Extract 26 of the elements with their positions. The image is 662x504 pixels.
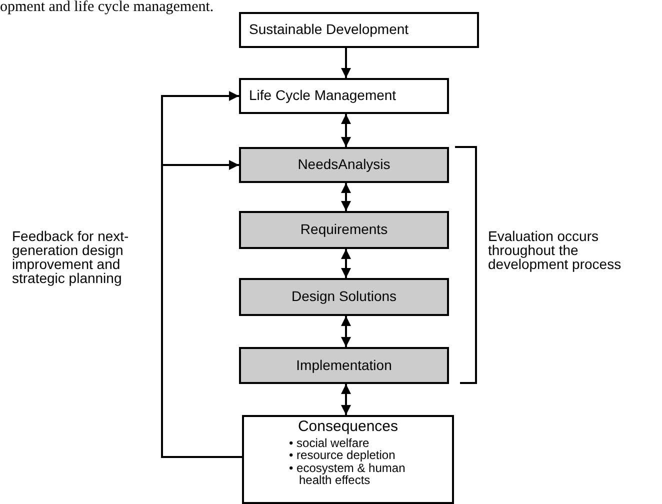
process-box xyxy=(239,347,449,384)
process-box xyxy=(239,12,479,48)
bullet-item: • ecosystem & human health effects xyxy=(289,462,406,487)
arrow xyxy=(341,316,351,347)
box-label: Life Cycle Management xyxy=(249,88,396,104)
box-label: Sustainable Development xyxy=(249,22,409,38)
process-box xyxy=(239,78,449,114)
annotation-text: Evaluation occurs throughout the development process xyxy=(488,229,622,271)
arrow xyxy=(341,114,351,147)
box-label: NeedsAnalysis xyxy=(298,157,390,173)
arrow xyxy=(341,249,351,278)
process-box xyxy=(239,211,449,249)
arrow xyxy=(341,384,351,415)
box-label: Requirements xyxy=(300,222,388,238)
bullet-item: • social welfare xyxy=(289,436,370,450)
process-box xyxy=(239,147,449,183)
box-label: Implementation xyxy=(296,358,392,374)
arrow xyxy=(341,183,351,211)
annotation-text: Feedback for next-generation design improvement and strategic planning xyxy=(12,229,130,285)
process-box xyxy=(242,415,454,504)
process-box xyxy=(239,278,449,316)
caption-fragment: opment and life cycle management. xyxy=(0,0,214,15)
box-label: Consequences xyxy=(298,419,398,436)
bullet-item: • resource depletion xyxy=(289,449,396,462)
arrow xyxy=(341,48,351,78)
box-label: Design Solutions xyxy=(291,289,397,305)
